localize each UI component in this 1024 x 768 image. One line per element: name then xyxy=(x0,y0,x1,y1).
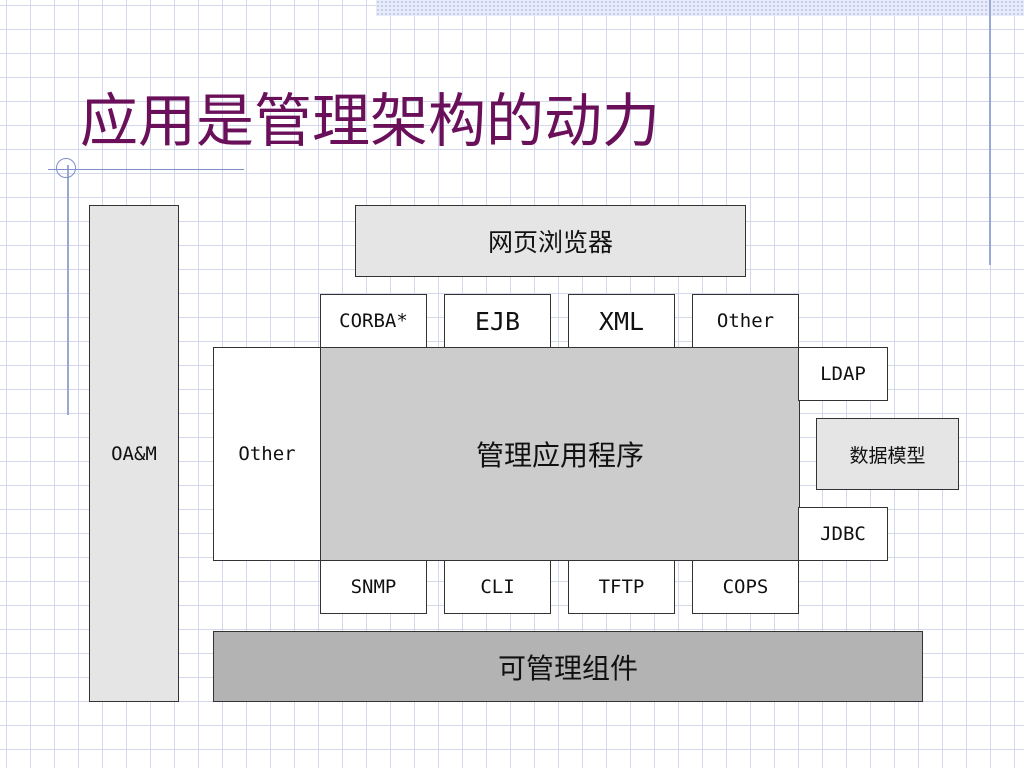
ldap-box: LDAP xyxy=(798,347,888,401)
protocol-box-ejb: EJB xyxy=(444,294,551,348)
protocol-box-other-top: Other xyxy=(692,294,799,348)
managed-components-label: 可管理组件 xyxy=(497,651,638,685)
protocol-box-snmp: SNMP xyxy=(320,560,427,614)
protocol-box-cli: CLI xyxy=(444,560,551,614)
managed-components-box: 可管理组件 xyxy=(213,631,923,702)
protocol-label: SNMP xyxy=(350,576,397,598)
oam-label: OA&M xyxy=(111,442,157,465)
web-browser-label: 网页浏览器 xyxy=(487,228,613,257)
other-left-box: Other xyxy=(213,347,321,561)
protocol-label: CORBA* xyxy=(339,310,408,332)
other-left-label: Other xyxy=(238,443,296,465)
protocol-label: TFTP xyxy=(598,576,645,598)
data-model-label: 数据模型 xyxy=(849,444,926,467)
right-decor-line xyxy=(989,0,991,265)
protocol-box-xml: XML xyxy=(568,294,675,348)
jdbc-label: JDBC xyxy=(820,523,866,545)
data-model-box: 数据模型 xyxy=(816,418,959,490)
left-decor-line xyxy=(67,165,69,415)
protocol-label: Other xyxy=(716,310,775,332)
protocol-label: COPS xyxy=(722,576,769,598)
management-app-box: 管理应用程序 xyxy=(320,347,800,561)
protocol-box-tftp: TFTP xyxy=(568,560,675,614)
protocol-label: EJB xyxy=(474,306,521,336)
ldap-label: LDAP xyxy=(820,363,866,385)
management-app-label: 管理应用程序 xyxy=(475,439,644,472)
decor-circle xyxy=(56,158,76,178)
jdbc-box: JDBC xyxy=(798,507,888,561)
protocol-label: XML xyxy=(598,306,645,336)
protocol-label: CLI xyxy=(480,576,515,598)
slide-title: 应用是管理架构的动力 xyxy=(80,87,661,155)
protocol-box-cops: COPS xyxy=(692,560,799,614)
title-underline xyxy=(48,169,244,170)
protocol-box-corba: CORBA* xyxy=(320,294,427,348)
web-browser-box: 网页浏览器 xyxy=(355,205,746,277)
top-decor-band xyxy=(376,0,1024,16)
oam-box: OA&M xyxy=(89,205,179,702)
